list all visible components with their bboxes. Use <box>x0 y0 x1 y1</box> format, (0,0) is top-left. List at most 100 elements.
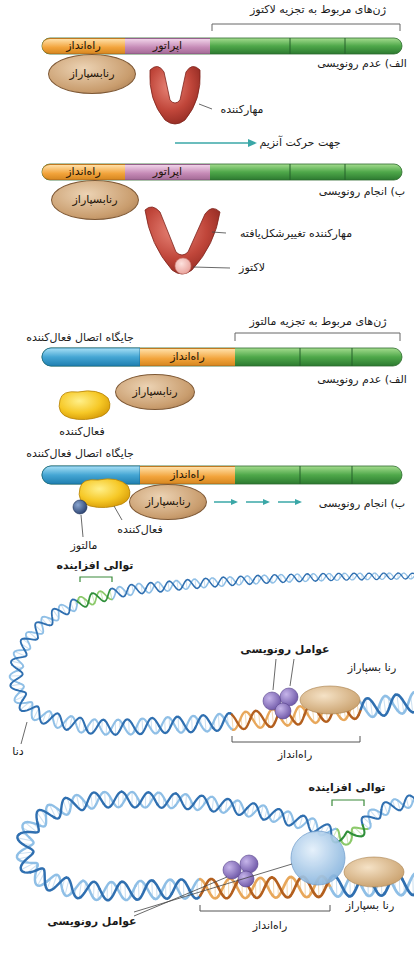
part-label: لاکتوز <box>239 261 265 275</box>
dna-strand <box>326 573 344 580</box>
part-label: راه‌انداز <box>278 748 312 762</box>
part-label: مهارکننده <box>220 103 263 117</box>
dna-strand <box>59 603 77 611</box>
node-text: رنابسپاراز <box>73 193 118 207</box>
dna-strand <box>103 792 121 808</box>
dna-strand <box>45 878 66 891</box>
dna-strand <box>154 880 171 899</box>
dna-strand <box>182 579 200 589</box>
dna-strand <box>200 578 218 587</box>
dna-strand <box>230 800 247 815</box>
dna-strand <box>380 573 398 579</box>
dna-strand <box>362 573 380 580</box>
dna-strand <box>263 809 283 820</box>
leader-line <box>193 267 230 268</box>
activator <box>59 391 110 420</box>
site-label: جایگاه اتصال فعال‌کننده <box>26 447 134 461</box>
dna-strand <box>140 793 158 808</box>
dna-rung <box>212 798 214 812</box>
dna-strand <box>118 882 136 900</box>
node-text: اپراتور <box>153 165 182 179</box>
activator-site <box>42 348 140 366</box>
direction-arrow <box>246 501 264 503</box>
rna-polymerase: رنابسپاراز <box>51 180 139 220</box>
rna-polymerase: رنابسپاراز <box>48 54 136 94</box>
maltose <box>73 500 87 514</box>
dna-strand <box>379 695 395 716</box>
rna-polymerase-shape <box>344 857 404 887</box>
node-text: رنابسپاراز <box>70 67 115 81</box>
dna-strand <box>123 719 141 734</box>
dna-strand <box>21 853 33 872</box>
dna-rung <box>65 879 69 895</box>
node-text: رنابسپاراز <box>133 385 178 399</box>
dna-strand <box>254 877 272 897</box>
dna-strand <box>52 713 68 729</box>
leader-line <box>212 232 226 233</box>
dna-strand <box>37 810 54 823</box>
dna-strand <box>236 576 254 584</box>
dna-strand <box>195 715 213 728</box>
dna-strand <box>290 574 308 582</box>
dna-strand <box>136 880 153 899</box>
dna-strand <box>218 577 236 585</box>
dna-strand <box>177 716 194 733</box>
node-text: راه‌انداز <box>170 350 204 364</box>
dna-strand <box>200 578 218 588</box>
dna-strand <box>87 719 105 734</box>
direction-arrow <box>214 501 232 503</box>
dna-strand <box>146 582 164 593</box>
dna-strand <box>48 805 70 815</box>
dna-strand <box>81 882 100 897</box>
dna-strand <box>128 585 146 594</box>
node-text: راه‌انداز <box>170 468 204 482</box>
dna-rung <box>384 803 388 814</box>
panel-label: ب) انجام رونویسی <box>319 185 405 199</box>
dna-strand <box>19 824 39 835</box>
dna-strand <box>20 700 39 711</box>
dna-strand <box>254 575 272 584</box>
dna-strand <box>195 716 213 731</box>
dna-strand <box>247 803 263 819</box>
dna-strand <box>232 714 250 729</box>
dna-strand <box>362 573 380 580</box>
rna-polymerase: رنابسپاراز <box>115 374 195 410</box>
dna-strand <box>92 590 110 601</box>
changed-repressor <box>145 207 220 274</box>
part-label: راه‌انداز <box>253 919 287 933</box>
dna-strand <box>272 574 290 582</box>
transcription-factor <box>238 871 254 887</box>
enhancer-bracket <box>332 800 364 806</box>
gene-divider <box>345 38 346 54</box>
dna-strand <box>122 792 140 808</box>
gene-divider <box>300 466 301 484</box>
dna-helix <box>10 573 414 735</box>
part-label: فعال‌کننده <box>117 523 162 537</box>
promoter-segment: راه‌انداز <box>42 164 125 180</box>
dna-strand <box>21 638 38 649</box>
dna-strand <box>400 795 414 810</box>
dna-strand <box>254 575 272 583</box>
dna-rung <box>272 709 274 725</box>
dna-strand <box>308 573 326 581</box>
dna-strand <box>66 878 80 899</box>
dna-strand <box>172 879 190 893</box>
node-text: رنابسپاراز <box>146 495 191 509</box>
dna-strand <box>218 884 236 898</box>
dna-strand <box>326 573 344 580</box>
dna-strand <box>301 816 315 833</box>
dna-helices <box>10 573 414 900</box>
rna-polymerase-shape <box>300 686 360 714</box>
part-label: مالتوز <box>71 539 98 553</box>
dna-rung <box>228 879 229 897</box>
dna-strand <box>157 793 176 807</box>
gene-divider <box>352 466 353 484</box>
dna-strand <box>105 720 123 735</box>
dna-strand <box>76 593 91 607</box>
panel-label: ب) انجام رونویسی <box>319 497 405 511</box>
dna-strand <box>290 574 308 582</box>
dna-strand <box>68 718 87 730</box>
dna-strand <box>26 632 32 650</box>
arrow-label: جهت حرکت آنزیم <box>259 136 340 150</box>
part-label: عوامل رونویسی <box>240 643 329 657</box>
